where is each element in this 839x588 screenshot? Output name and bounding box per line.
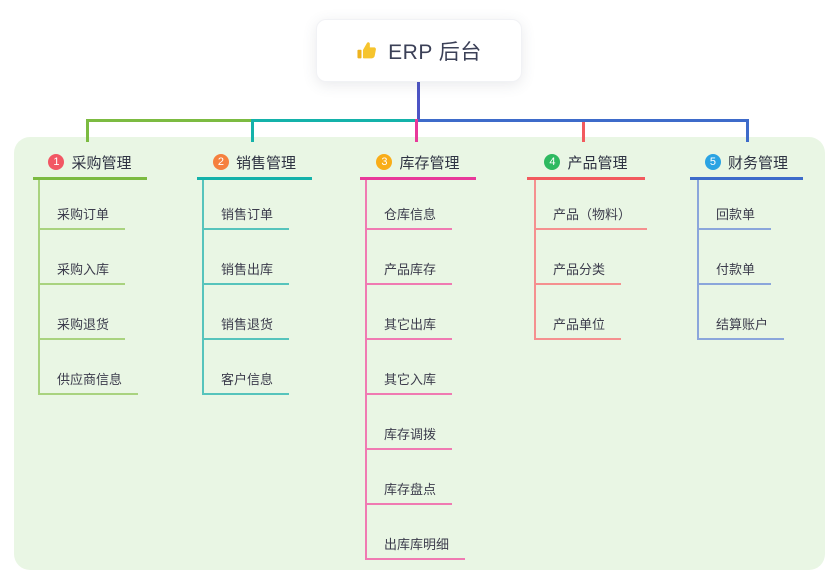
branch-number-badge: 1 [48,154,65,170]
sub-item[interactable]: 产品分类 [534,260,622,285]
branch-3-spine [365,180,367,560]
branch-header-5[interactable]: 5 财务管理 [690,147,803,180]
root-title: ERP 后台 [388,40,482,64]
sub-item[interactable]: 其它入库 [365,370,453,395]
branch-5-connector-v [746,119,749,142]
branch-2-connector-v [251,119,254,142]
sub-item[interactable]: 销售出库 [202,260,290,285]
sub-item[interactable]: 销售订单 [202,205,290,230]
branch-4-spine [534,180,536,340]
branch-header-2[interactable]: 2 销售管理 [197,147,312,180]
sub-item[interactable]: 销售退货 [202,315,290,340]
sub-item[interactable]: 采购入库 [38,260,126,285]
branch-1-spine [38,180,40,395]
branch-5-spine [697,180,699,340]
root-node[interactable]: ERP 后台 [316,19,522,82]
sub-item[interactable]: 回款单 [697,205,772,230]
sub-item[interactable]: 出库库明细 [365,535,466,560]
branch-label: 采购管理 [71,154,132,172]
sub-item[interactable]: 供应商信息 [38,370,139,395]
branch-4-connector-v [582,119,585,142]
branch-label: 销售管理 [235,154,296,172]
root-connector [417,81,420,119]
sub-item[interactable]: 产品单位 [534,315,622,340]
sub-item[interactable]: 产品（物料） [534,205,648,230]
sub-item[interactable]: 库存盘点 [365,480,453,505]
branch-header-4[interactable]: 4 产品管理 [527,147,645,180]
sub-item[interactable]: 采购订单 [38,205,126,230]
branch-1-connector-v [86,119,89,142]
sub-item[interactable]: 结算账户 [697,315,785,340]
sub-item[interactable]: 采购退货 [38,315,126,340]
branch-5-connector-h [418,119,749,122]
sub-item[interactable]: 其它出库 [365,315,453,340]
branches-panel [14,137,825,570]
branch-number-badge: 4 [544,154,561,170]
branch-number-badge: 2 [212,154,229,170]
branch-header-1[interactable]: 1 采购管理 [33,147,147,180]
branch-label: 产品管理 [567,154,628,172]
branch-3-connector-v [415,119,418,142]
branch-header-3[interactable]: 3 库存管理 [360,147,476,180]
branch-label: 财务管理 [727,154,788,172]
branch-2-connector-h [252,119,420,122]
sub-item[interactable]: 仓库信息 [365,205,453,230]
sub-item[interactable]: 付款单 [697,260,772,285]
branch-label: 库存管理 [399,154,460,172]
sub-item[interactable]: 产品库存 [365,260,453,285]
branch-2-spine [202,180,204,395]
branch-number-badge: 5 [704,154,721,170]
sub-item[interactable]: 库存调拨 [365,425,453,450]
branch-number-badge: 3 [376,154,393,170]
sub-item[interactable]: 客户信息 [202,370,290,395]
thumbs-up-icon [356,40,378,62]
